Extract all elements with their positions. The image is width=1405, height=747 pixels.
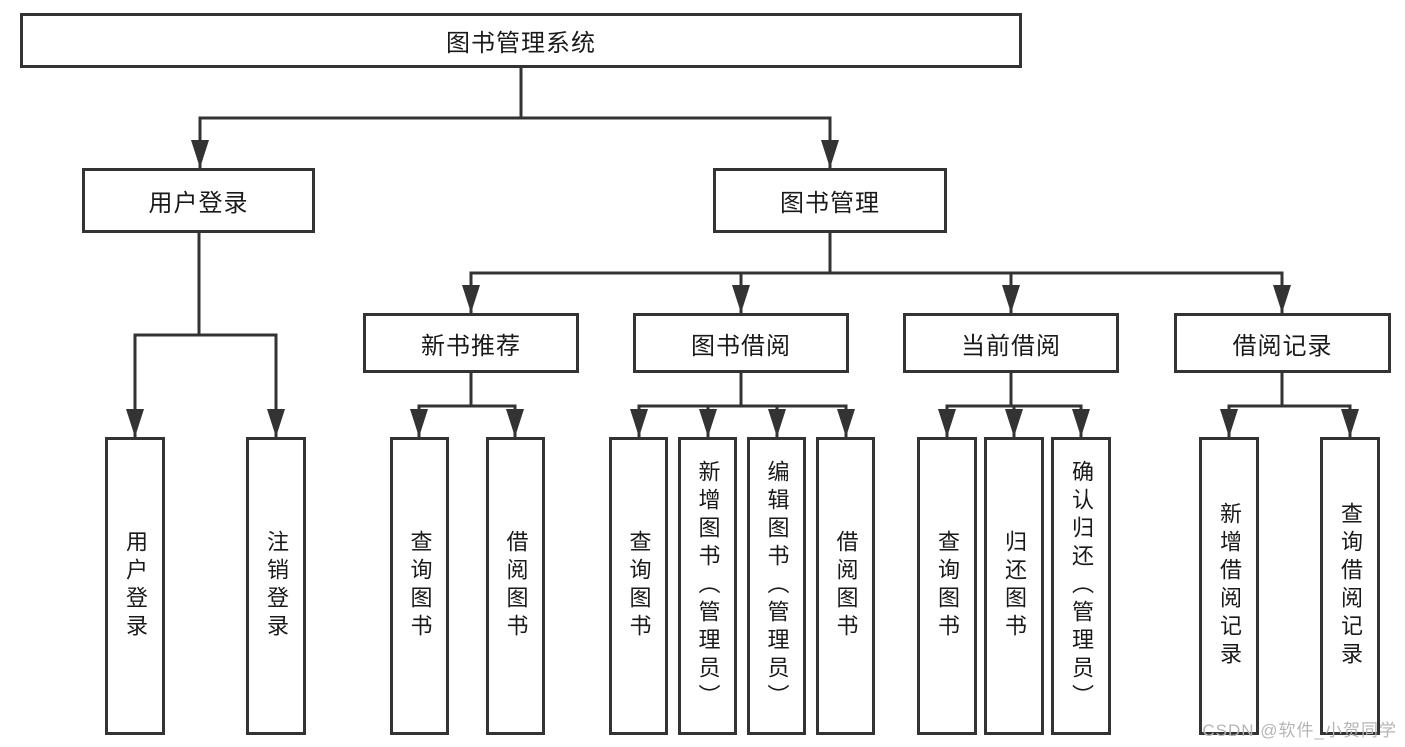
- arrowhead-icon: [126, 409, 144, 437]
- leaf-logout: 注销登录: [246, 437, 306, 735]
- node-root: 图书管理系统: [20, 13, 1022, 68]
- leaf-user-login-label: 用户登录: [123, 530, 148, 642]
- arrowhead-icon: [1002, 285, 1020, 313]
- leaf-borrowing-borrow-books: 借阅图书: [816, 437, 875, 735]
- leaf-recommend-borrow-books: 借阅图书: [486, 437, 545, 735]
- leaf-borrowing-query-books: 查询图书: [609, 437, 668, 735]
- leaf-borrowing-query-books-label: 查询图书: [626, 530, 652, 642]
- arrowhead-icon: [837, 409, 855, 437]
- node-user-login-branch-label: 用户登录: [148, 190, 249, 217]
- arrowhead-icon: [768, 409, 786, 437]
- leaf-records-add-record-label: 新增借阅记录: [1217, 502, 1242, 670]
- node-user-login-branch: 用户登录: [82, 168, 315, 233]
- connector-login-bracket: [133, 333, 278, 437]
- connector-root-bracket: [198, 116, 832, 168]
- node-book-borrowing: 图书借阅: [633, 313, 849, 373]
- connector-borrowing-bracket: [637, 404, 848, 437]
- node-borrowing-records-label: 借阅记录: [1232, 332, 1333, 360]
- arrowhead-icon: [630, 409, 648, 437]
- connector-recommend-bracket: [417, 404, 517, 437]
- leaf-borrowing-edit-books-admin-label: 编辑图书（管理员）: [764, 460, 790, 712]
- node-root-label: 图书管理系统: [446, 30, 596, 57]
- node-current-borrowing: 当前借阅: [903, 313, 1119, 373]
- node-borrowing-records: 借阅记录: [1174, 313, 1391, 373]
- leaf-records-query-record: 查询借阅记录: [1320, 437, 1380, 735]
- leaf-borrowing-edit-books-admin: 编辑图书（管理员）: [747, 437, 806, 735]
- arrowhead-icon: [1220, 409, 1238, 437]
- arrowhead-icon: [938, 409, 956, 437]
- leaf-recommend-query-books-label: 查询图书: [407, 530, 433, 642]
- arrowhead-icon: [1005, 409, 1023, 437]
- arrowhead-icon: [732, 285, 750, 313]
- node-book-management-label: 图书管理: [780, 190, 880, 217]
- leaf-recommend-borrow-books-label: 借阅图书: [503, 530, 529, 642]
- node-book-management: 图书管理: [713, 168, 947, 233]
- arrowhead-icon: [1072, 409, 1090, 437]
- arrowhead-icon: [267, 409, 285, 437]
- arrowhead-icon: [191, 140, 209, 168]
- leaf-records-query-record-label: 查询借阅记录: [1338, 502, 1363, 670]
- leaf-current-return-books: 归还图书: [984, 437, 1044, 735]
- leaf-current-query-books-label: 查询图书: [935, 530, 960, 642]
- arrowhead-icon: [410, 409, 428, 437]
- arrowhead-icon: [699, 409, 717, 437]
- node-new-book-recommend-label: 新书推荐: [421, 332, 521, 360]
- arrowhead-icon: [1341, 409, 1359, 437]
- arrowhead-icon: [821, 140, 839, 168]
- connector-mgmt-bracket: [469, 271, 1284, 313]
- leaf-current-query-books: 查询图书: [917, 437, 977, 735]
- arrowhead-icon: [506, 409, 524, 437]
- node-book-borrowing-label: 图书借阅: [691, 332, 791, 360]
- arrowhead-icon: [462, 285, 480, 313]
- leaf-user-login: 用户登录: [105, 437, 165, 735]
- connector-records-bracket: [1227, 404, 1352, 437]
- leaf-current-return-books-label: 归还图书: [1002, 530, 1027, 642]
- watermark: CSDN @软件_小贺同学: [1202, 721, 1397, 740]
- arrowhead-icon: [1273, 285, 1291, 313]
- leaf-logout-label: 注销登录: [264, 530, 289, 642]
- arrowheads-group: [126, 140, 1359, 437]
- leaf-recommend-query-books: 查询图书: [390, 437, 449, 735]
- leaf-current-confirm-return-admin: 确认归还（管理员）: [1051, 437, 1111, 735]
- leaf-borrowing-add-books-admin-label: 新增图书（管理员）: [695, 460, 721, 712]
- leaf-borrowing-add-books-admin: 新增图书（管理员）: [678, 437, 737, 735]
- leaf-records-add-record: 新增借阅记录: [1199, 437, 1259, 735]
- leaf-current-confirm-return-admin-label: 确认归还（管理员）: [1069, 460, 1094, 712]
- node-new-book-recommend: 新书推荐: [363, 313, 579, 373]
- leaf-borrowing-borrow-books-label: 借阅图书: [833, 530, 859, 642]
- node-current-borrowing-label: 当前借阅: [961, 332, 1061, 360]
